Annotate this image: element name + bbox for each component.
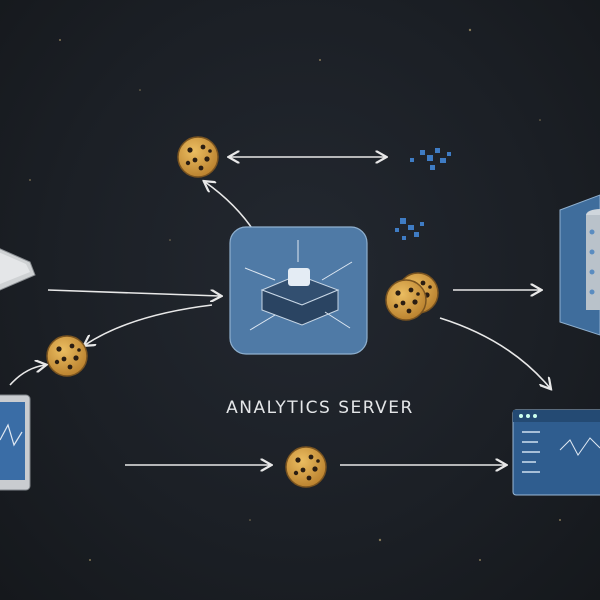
arrow-cookie-dashboard-curve [439,317,550,388]
tablet-icon [0,394,31,491]
star-dust [29,28,561,561]
cookie-icon-bottom [285,446,327,488]
arrow-server-cookie [85,304,213,345]
arrow-laptop-server [47,289,220,296]
data-particles-icon [395,148,451,240]
laptop-icon [0,248,36,291]
database-icon [559,194,600,336]
cookie-icon-top [177,136,219,178]
analytics-server-label: ANALYTICS SERVER [226,398,414,418]
cookie-icon-left [46,335,88,377]
server-box-icon [229,226,368,355]
cookie-icon-stack-front [385,279,427,321]
dashboard-monitor-icon [512,409,600,496]
arrow-tablet-cookie [9,365,45,386]
